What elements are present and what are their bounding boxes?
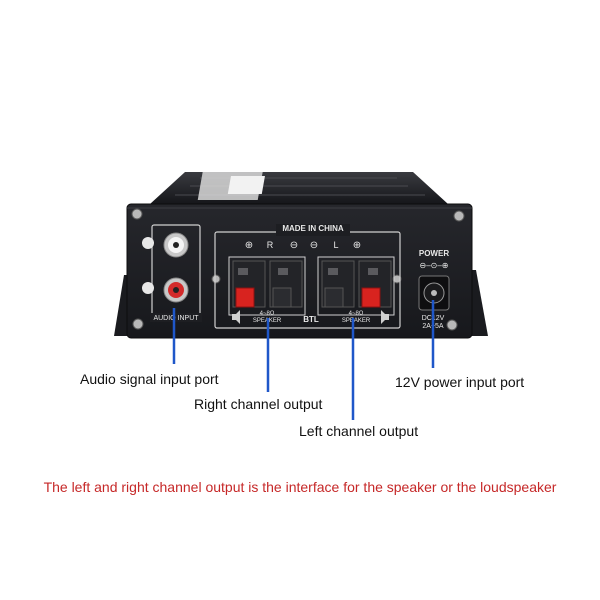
screw-mid-right: [392, 274, 402, 284]
rca-jack-left: [163, 232, 189, 258]
right-speaker-terminal: [228, 256, 306, 316]
speaker-icon-right: [381, 310, 389, 324]
right-channel-mark: R: [267, 240, 274, 250]
right-plus-label: ⊕: [245, 240, 253, 251]
right-minus-label: ⊖: [290, 240, 298, 251]
left-channel-mark: L: [333, 240, 338, 250]
left-red-clip: [361, 287, 381, 308]
left-minus-label: ⊖: [310, 240, 318, 251]
interface-note: The left and right channel output is the…: [43, 479, 557, 495]
screw-bottom-right: [446, 319, 458, 331]
screw-top-right: [453, 210, 465, 222]
right-ohm-label: 4~8Ω: [260, 311, 275, 317]
speaker-icon-left: [232, 310, 240, 324]
btl-label: BTL: [303, 315, 319, 324]
power-polarity-symbol: ⊖–⊙–⊕: [419, 261, 448, 270]
rca-jack-right: [163, 277, 189, 303]
dc-jack: [418, 275, 450, 311]
r-mark-badge: [142, 282, 154, 294]
made-in-label: MADE IN CHINA: [282, 224, 344, 233]
right-input-mark: R: [145, 284, 151, 293]
power-label: POWER: [419, 249, 449, 258]
right-channel-callout: Right channel output: [194, 396, 323, 412]
left-speaker-label: SPEAKER: [342, 318, 371, 324]
l-mark-badge: [142, 237, 154, 249]
right-red-clip: [235, 287, 255, 308]
audio-input-label: AUDIO INPUT: [153, 315, 199, 322]
audio-input-section: L R AUDIO INPUT: [142, 224, 202, 322]
left-speaker-terminal: [317, 256, 395, 316]
left-ohm-label: 4~8Ω: [349, 311, 364, 317]
amplifier-top: [150, 172, 448, 204]
screw-top-left: [131, 208, 143, 220]
speaker-section: MADE IN CHINA ⊕ R ⊖ ⊖ L ⊕ 4~8Ω SPEAKE: [214, 224, 401, 329]
callout-lines: [172, 300, 435, 420]
left-input-mark: L: [146, 239, 151, 248]
left-channel-callout: Left channel output: [299, 423, 419, 439]
screw-mid-left: [211, 274, 221, 284]
left-plus-label: ⊕: [353, 240, 361, 251]
audio-input-callout: Audio signal input port: [80, 371, 219, 387]
screw-bottom-left: [132, 318, 144, 330]
power-port-callout: 12V power input port: [395, 374, 525, 390]
